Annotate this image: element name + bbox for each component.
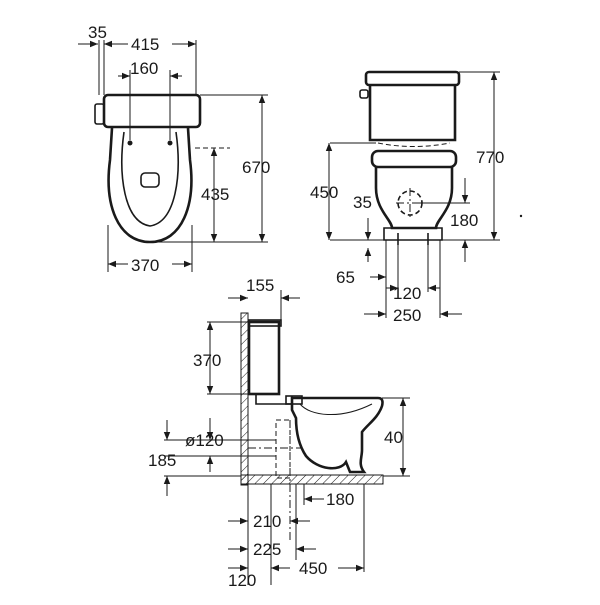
foot-base: [383, 227, 443, 241]
dim-label-bolt-spacing: 160: [130, 59, 158, 78]
bolt-hole-left: [127, 140, 133, 146]
dim-label-fixing-spacing: 120: [393, 284, 421, 303]
flush-lever: [94, 103, 105, 125]
cistern-side-lid: [248, 319, 282, 327]
cistern-lid: [364, 70, 461, 87]
dim-label-tank-height: 370: [193, 351, 221, 370]
dim-label-225: 225: [253, 540, 281, 559]
bolt-hole-right: [167, 140, 173, 146]
dim-label-bowl-width: 370: [131, 256, 159, 275]
wall-section: [240, 312, 249, 486]
dim-label-outlet-offset: 180: [326, 490, 354, 509]
dim-label-left: 65: [336, 268, 355, 287]
dim-label-total-width: 415: [131, 35, 159, 54]
top-view: 35 415 160 670 435 370: [78, 23, 270, 275]
side-view: 155 370 ø120 40 185 180 210 225 120 450: [148, 276, 410, 590]
dim-label-pipe-offset: 35: [353, 193, 372, 212]
bowl-outline: [107, 127, 193, 244]
seat-front: [370, 149, 458, 169]
dim-label-outlet-height: 180: [450, 211, 478, 230]
seat-hinge-side: [285, 395, 303, 405]
dim-label-210: 210: [253, 512, 281, 531]
dim-label-overhang: 35: [88, 23, 107, 42]
front-view: 770 450 35 180 65 120 250: [310, 70, 523, 325]
seat-inner-outline: [121, 131, 179, 227]
dim-label-seat-height: 450: [310, 183, 338, 202]
bowl-inner-curve: [299, 403, 373, 415]
drain-opening: [140, 172, 160, 188]
dim-label-floor-height: 185: [148, 451, 176, 470]
stray-dot: [519, 214, 523, 218]
dim-label-tank-depth: 155: [246, 276, 274, 295]
dim-label-120: 120: [228, 571, 256, 590]
cistern-side: [247, 320, 281, 396]
dim-label-450: 450: [299, 559, 327, 578]
seat-hinge-dashed: [377, 142, 451, 147]
inlet-pipe: [275, 419, 291, 479]
flush-button: [359, 89, 369, 99]
dim-label-base-width: 250: [393, 306, 421, 325]
tank-top-outline: [102, 93, 202, 129]
pedestal: [374, 167, 454, 230]
dim-label-bowl-height: 40: [384, 428, 403, 447]
dim-label-height: 770: [476, 148, 504, 167]
dim-label-total-depth: 670: [242, 158, 270, 177]
cistern-body: [368, 85, 457, 142]
floor-section: [240, 474, 384, 485]
dim-label-inlet-diameter: ø120: [185, 431, 224, 450]
dim-label-bowl-depth: 435: [201, 185, 229, 204]
